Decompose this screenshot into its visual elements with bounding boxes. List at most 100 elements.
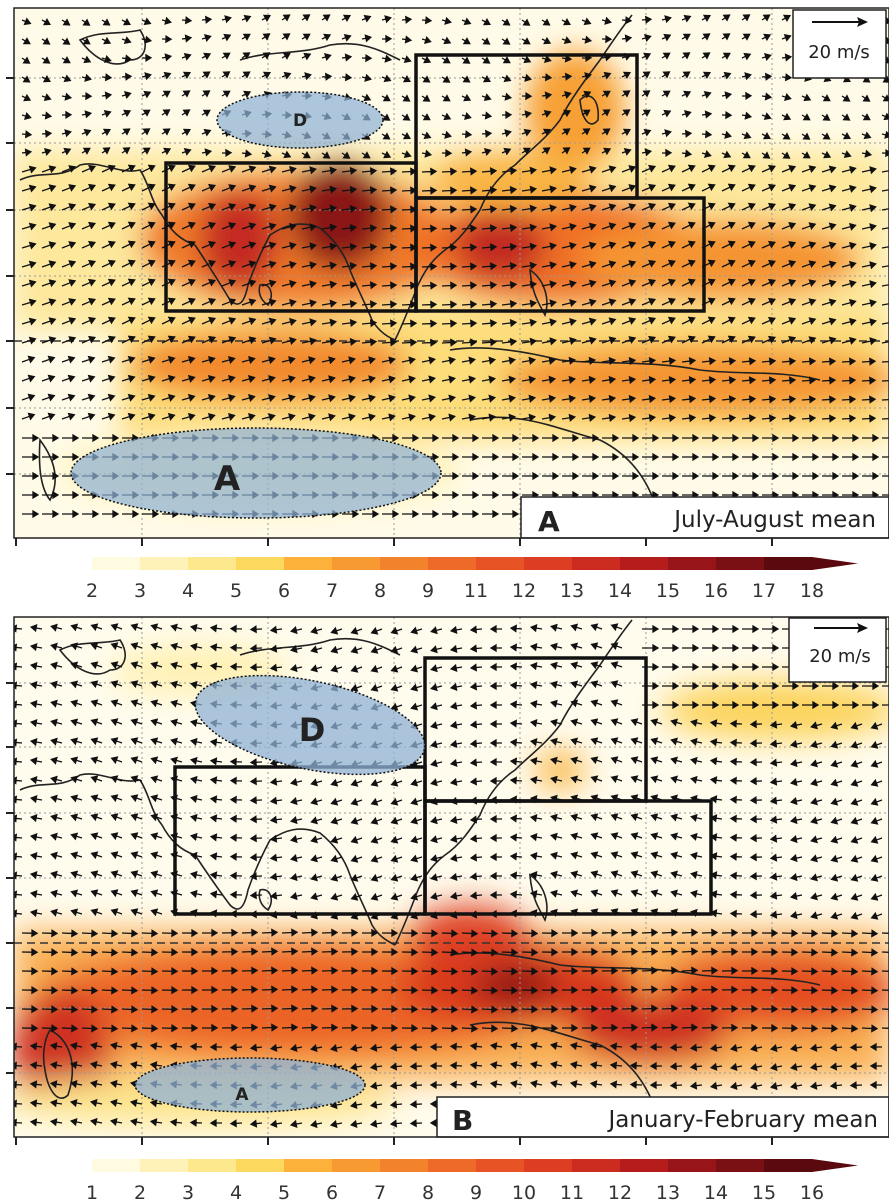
wind-arrow <box>381 300 398 309</box>
wind-arrow <box>590 756 603 765</box>
wind-arrow <box>241 33 251 41</box>
wind-arrow <box>521 147 531 155</box>
wind-arrow <box>341 280 358 290</box>
wind-arrow <box>21 298 37 307</box>
wind-arrow <box>81 335 97 344</box>
wind-arrow <box>461 186 478 195</box>
wind-arrow <box>70 832 83 841</box>
wind-arrow <box>850 854 863 863</box>
wind-arrow <box>301 185 317 194</box>
wind-arrow <box>21 260 37 269</box>
colorbar-tick-label: 8 <box>374 580 386 602</box>
wind-arrow <box>529 662 543 671</box>
wind-arrow <box>701 33 711 41</box>
wind-arrow <box>61 948 79 957</box>
wind-arrow <box>169 1042 183 1051</box>
wind-arrow <box>62 490 80 500</box>
wind-arrow <box>90 889 103 898</box>
wind-arrow <box>310 835 323 844</box>
wind-arrow <box>329 1119 343 1129</box>
wind-arrow <box>802 433 820 443</box>
wind-arrow <box>621 52 632 61</box>
wind-arrow <box>541 128 551 137</box>
wind-arrow <box>201 966 219 976</box>
wind-arrow <box>261 375 276 384</box>
wind-arrow <box>170 699 183 708</box>
wind-arrow <box>461 37 471 45</box>
wind-arrow <box>362 509 380 519</box>
wind-arrow <box>670 794 683 803</box>
wind-arrow <box>189 1042 203 1051</box>
wind-arrow <box>789 834 803 844</box>
wind-arrow <box>361 966 379 976</box>
wind-arrow <box>229 795 243 804</box>
wind-arrow <box>141 355 156 364</box>
wind-arrow <box>841 113 851 121</box>
wind-arrow <box>289 664 303 673</box>
wind-arrow <box>401 948 419 957</box>
wind-arrow <box>801 986 819 995</box>
wind-arrow <box>261 150 272 158</box>
wind-arrow <box>129 1041 143 1051</box>
wind-arrow <box>350 835 363 844</box>
wind-arrow <box>361 53 373 63</box>
wind-arrow <box>509 852 523 861</box>
wind-arrow <box>301 928 319 937</box>
wind-arrow <box>110 870 123 879</box>
wind-arrow <box>329 1100 343 1110</box>
wind-arrow <box>201 412 216 421</box>
wind-arrow <box>681 129 693 138</box>
wind-arrow <box>241 149 253 158</box>
wind-arrow <box>481 413 497 422</box>
wind-arrow <box>509 871 523 880</box>
colorbar-segment <box>140 557 189 570</box>
wind-arrow <box>201 71 211 79</box>
colorbar-tick-label: 5 <box>230 580 242 602</box>
wind-arrow <box>61 110 73 120</box>
wind-arrow <box>609 1042 623 1051</box>
wind-arrow <box>269 815 283 824</box>
wind-arrow <box>301 375 316 384</box>
wind-arrow <box>421 1005 439 1014</box>
wind-arrow <box>541 36 552 45</box>
wind-arrow <box>509 1041 523 1051</box>
wind-arrow <box>201 52 212 61</box>
wind-arrow <box>561 413 577 422</box>
wind-arrow <box>741 928 759 938</box>
wind-arrow <box>741 33 751 41</box>
wind-arrow <box>121 221 136 230</box>
wind-arrow <box>241 1004 259 1013</box>
wind-arrow <box>590 680 603 689</box>
wind-arrow <box>161 164 176 173</box>
wind-arrow <box>722 452 740 462</box>
wind-arrow <box>570 832 583 841</box>
wind-arrow <box>650 775 663 784</box>
wind-arrow <box>681 414 697 423</box>
wind-arrow <box>370 854 383 863</box>
colorbar-tick-label: 8 <box>422 1182 434 1200</box>
wind-arrow <box>41 279 57 288</box>
wind-arrow <box>49 1099 63 1108</box>
wind-arrow <box>610 699 623 708</box>
wind-arrow <box>321 280 338 289</box>
wind-arrow <box>701 90 712 99</box>
wind-arrow <box>741 202 756 211</box>
wind-arrow <box>361 394 376 403</box>
wind-arrow <box>721 150 732 159</box>
wind-arrow <box>641 34 652 42</box>
wind-arrow <box>741 164 756 173</box>
wind-arrow <box>21 279 37 288</box>
wind-arrow <box>81 316 97 325</box>
wind-arrow <box>721 14 731 22</box>
panel-a-scale-key: 20 m/s <box>792 9 887 79</box>
wind-arrow <box>330 873 343 882</box>
wind-arrow <box>830 721 843 730</box>
wind-arrow <box>361 928 379 938</box>
wind-arrow <box>42 433 60 443</box>
wind-arrow <box>501 110 513 120</box>
wind-arrow <box>509 1060 523 1070</box>
wind-arrow <box>41 929 59 938</box>
wind-arrow <box>709 871 723 880</box>
wind-arrow <box>189 889 203 898</box>
wind-arrow <box>869 1080 883 1090</box>
